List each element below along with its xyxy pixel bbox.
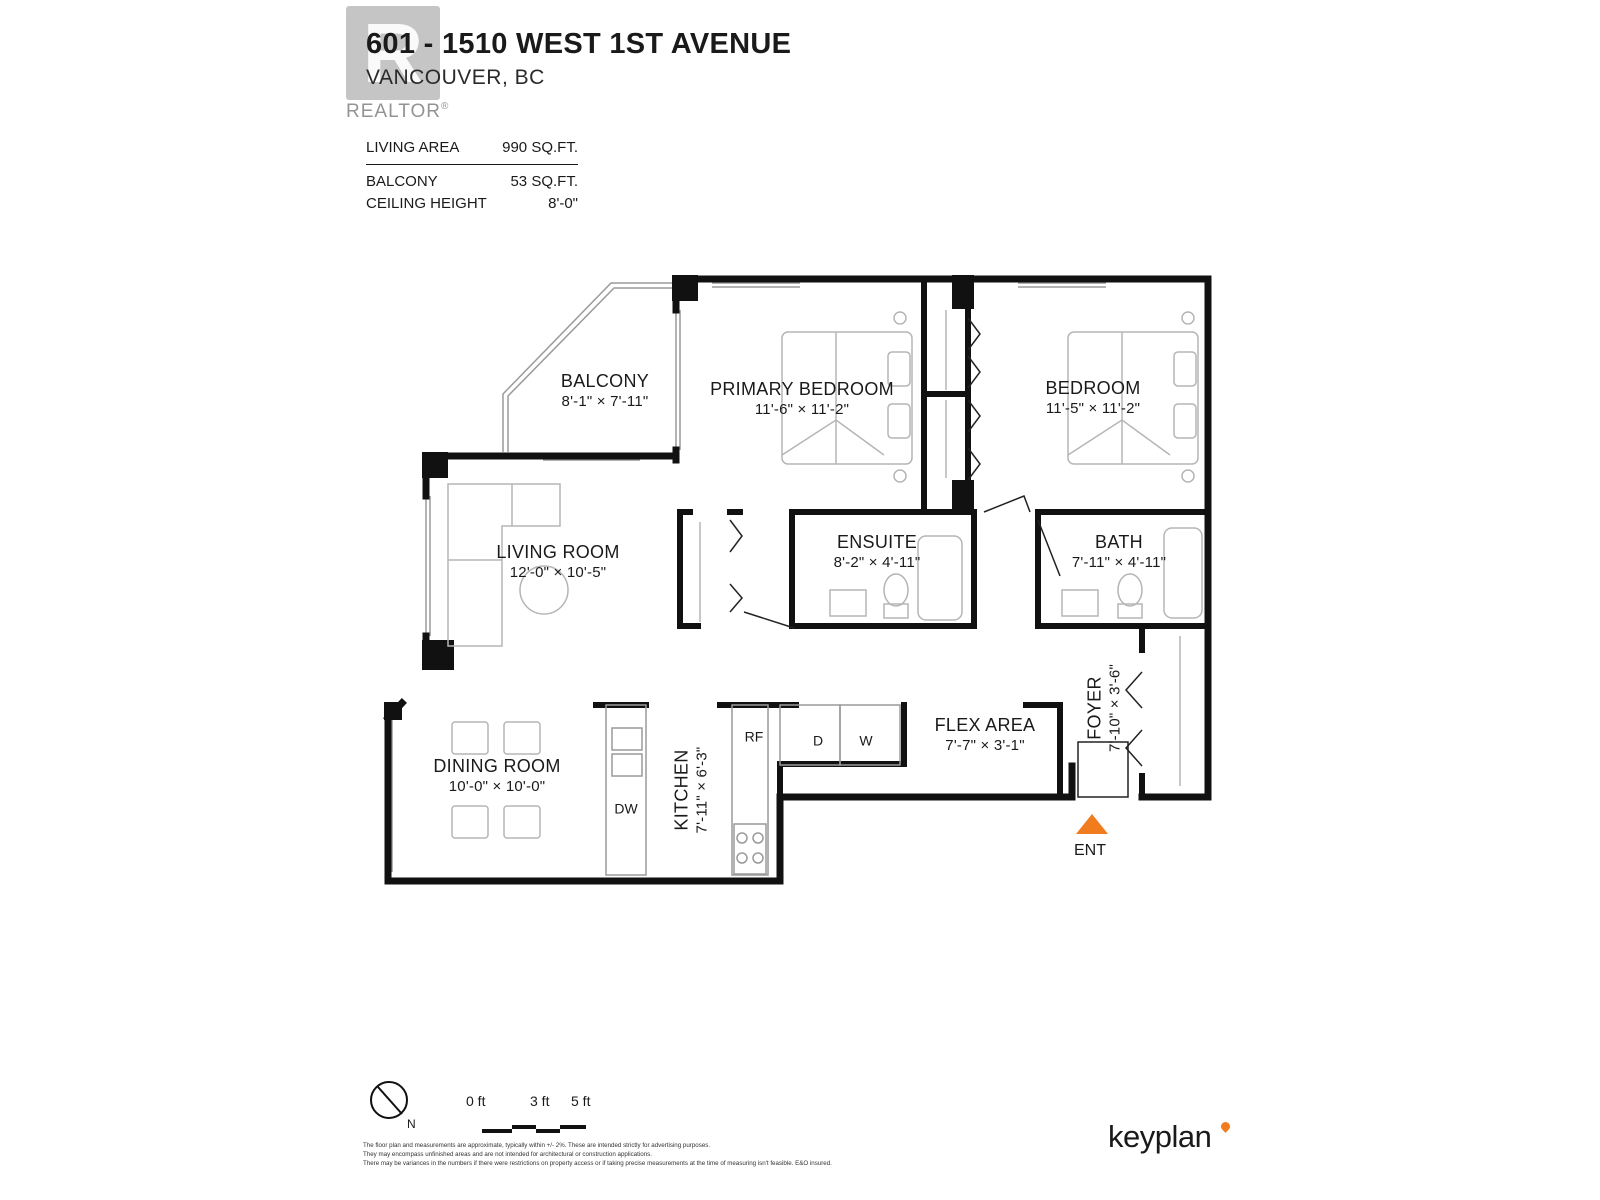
entrance-marker-icon — [1076, 814, 1108, 834]
room-dimensions: 11'-5" × 11'-2" — [1045, 399, 1141, 417]
dishwasher-label: DW — [614, 800, 638, 817]
realtor-watermark-box — [346, 6, 440, 100]
room-bath: BATH 7'-11" × 4'-11" — [1072, 532, 1166, 572]
scale-label-0: 0 ft — [466, 1093, 486, 1109]
listing-title: 601 - 1510 WEST 1ST AVENUE — [366, 28, 792, 60]
room-name: LIVING ROOM — [496, 542, 620, 563]
disclaimer: The floor plan and measurements are appr… — [363, 1141, 1063, 1168]
room-dimensions: 7'-10" × 3'-6" — [1105, 664, 1123, 752]
room-name: BATH — [1095, 532, 1143, 553]
room-living-room: LIVING ROOM 12'-0" × 10'-5" — [496, 542, 619, 582]
north-arrow-icon — [370, 1081, 408, 1119]
room-flex-area: FLEX AREA 7'-7" × 3'-1" — [935, 715, 1036, 755]
room-dimensions: 12'-0" × 10'-5" — [509, 563, 607, 581]
north-label: N — [407, 1117, 416, 1131]
realtor-watermark-text: REALTOR® — [346, 101, 450, 122]
room-dimensions: 10'-0" × 10'-0" — [448, 777, 546, 795]
room-dimensions: 8'-1" × 7'-11" — [561, 392, 649, 410]
room-name: DINING ROOM — [433, 756, 561, 777]
kitchen-fixtures — [605, 704, 901, 876]
disclaimer-line: They may encompass unfinished areas and … — [363, 1151, 652, 1158]
dryer-label: D — [812, 732, 824, 749]
disclaimer-line: The floor plan and measurements are appr… — [363, 1142, 711, 1149]
ceiling-height-row: CEILING HEIGHT 8'-0" — [366, 193, 578, 215]
dining-furniture — [451, 721, 541, 839]
room-dimensions: 8'-2" × 4'-11" — [833, 553, 921, 571]
room-name: ENSUITE — [836, 532, 918, 553]
bath-fixtures — [829, 527, 1203, 621]
realtor-r-logo: R — [362, 6, 424, 100]
room-dimensions: 7'-11" × 4'-11" — [1071, 553, 1167, 571]
area-stats: LIVING AREA 990 SQ.FT. BALCONY 53 SQ.FT.… — [366, 138, 578, 215]
room-balcony: BALCONY 8'-1" × 7'-11" — [561, 371, 649, 411]
disclaimer-line: There may be variances in the numbers if… — [363, 1160, 832, 1167]
room-dimensions: 7'-7" × 3'-1" — [945, 736, 1025, 754]
room-name: BEDROOM — [1045, 378, 1141, 399]
living-area-label: LIVING AREA — [366, 139, 460, 156]
room-bedroom: BEDROOM 11'-5" × 11'-2" — [1045, 378, 1140, 418]
scale-bar — [482, 1125, 586, 1133]
exterior-walls — [383, 275, 1212, 885]
room-name: FOYER — [1084, 676, 1105, 740]
room-name: BALCONY — [560, 371, 650, 392]
ceiling-height-label: CEILING HEIGHT — [366, 195, 487, 212]
ceiling-height-value: 8'-0" — [548, 195, 578, 212]
living-area-row: LIVING AREA 990 SQ.FT. — [366, 138, 578, 165]
beds — [781, 311, 1199, 483]
doors — [729, 317, 1143, 798]
room-name: PRIMARY BEDROOM — [710, 379, 894, 400]
room-foyer: FOYER 7'-10" × 3'-6" — [1083, 664, 1124, 752]
living-furniture — [447, 483, 569, 647]
keyplan-logo: keyplan — [1108, 1119, 1212, 1154]
scale-label-5: 5 ft — [571, 1093, 591, 1109]
closet-rods — [699, 310, 1181, 786]
room-ensuite: ENSUITE 8'-2" × 4'-11" — [834, 532, 921, 572]
scale-label-3: 3 ft — [530, 1093, 550, 1109]
room-kitchen: KITCHEN 7'-11" × 6'-3" — [670, 747, 711, 834]
balcony-railing — [502, 282, 675, 452]
balcony-area-row: BALCONY 53 SQ.FT. — [366, 171, 578, 193]
room-name: KITCHEN — [671, 749, 692, 831]
room-name: FLEX AREA — [934, 715, 1036, 736]
entrance-label: ENT — [1074, 842, 1106, 859]
room-dimensions: 7'-11" × 6'-3" — [692, 746, 710, 834]
listing-city: VANCOUVER, BC — [366, 66, 545, 89]
room-dimensions: 11'-6" × 11'-2" — [754, 400, 850, 418]
room-dining-room: DINING ROOM 10'-0" × 10'-0" — [433, 756, 560, 796]
balcony-area-label: BALCONY — [366, 173, 438, 190]
wall-corners — [384, 275, 974, 720]
washer-label: W — [859, 732, 873, 749]
refrigerator-label: RF — [744, 728, 764, 745]
room-primary-bedroom: PRIMARY BEDROOM 11'-6" × 11'-2" — [710, 379, 894, 419]
balcony-area-value: 53 SQ.FT. — [510, 173, 578, 190]
living-area-value: 990 SQ.FT. — [502, 139, 578, 156]
